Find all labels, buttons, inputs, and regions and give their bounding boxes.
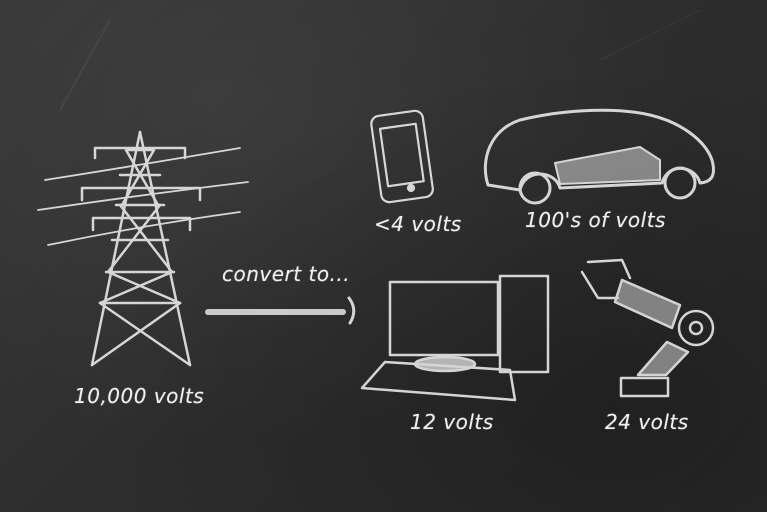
source-voltage-label: 10,000 volts — [74, 384, 205, 408]
car-voltage-label: 100's of volts — [525, 208, 666, 232]
electric-car-icon — [483, 108, 715, 205]
desktop-computer-icon — [360, 274, 550, 402]
robot-arm-icon — [580, 258, 715, 398]
robot-voltage-label: 24 volts — [605, 410, 689, 434]
smartphone-icon — [370, 109, 434, 204]
computer-voltage-label: 12 volts — [410, 410, 494, 434]
arrow-icon — [205, 296, 356, 325]
convert-label: convert to... — [222, 262, 351, 286]
power-tower-icon — [37, 130, 249, 367]
phone-voltage-label: <4 volts — [374, 212, 462, 236]
